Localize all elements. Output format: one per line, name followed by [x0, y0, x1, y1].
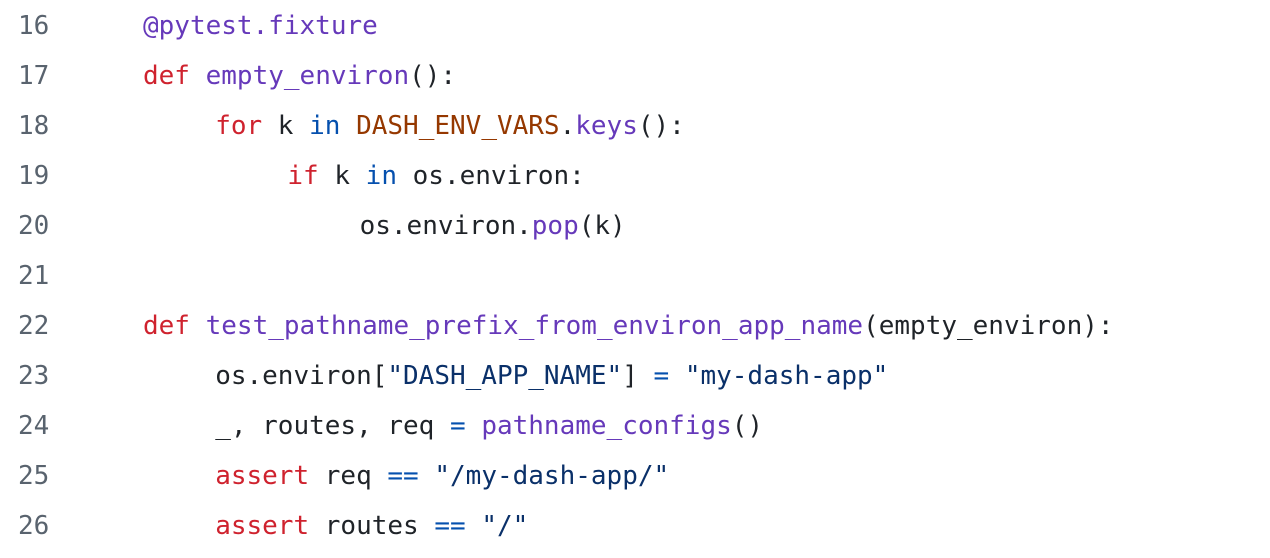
line-number[interactable]: 25 — [18, 461, 50, 491]
code-token-plain: (k) — [578, 211, 626, 241]
line-code: def empty_environ(): — [143, 51, 456, 101]
code-token-plain: os.environ. — [359, 211, 532, 241]
line-number[interactable]: 19 — [18, 161, 50, 191]
code-token-plain: k — [262, 111, 310, 141]
code-token-plain — [466, 511, 482, 541]
code-token-builtin: in — [365, 161, 397, 191]
code-token-function: keys — [575, 111, 638, 141]
line-code: for k in DASH_ENV_VARS.keys(): — [215, 101, 685, 151]
code-token-constant: DASH_ENV_VARS — [356, 111, 560, 141]
line-number[interactable]: 26 — [18, 511, 50, 541]
code-token-keyword: if — [287, 161, 319, 191]
code-line: 17 def empty_environ(): — [0, 51, 1270, 101]
code-token-keyword: assert — [215, 461, 310, 491]
line-number[interactable]: 24 — [18, 411, 50, 441]
line-code: _, routes, req = pathname_configs() — [215, 401, 763, 451]
line-code: def test_pathname_prefix_from_environ_ap… — [143, 301, 1114, 351]
line-code: os.environ["DASH_APP_NAME"] = "my-dash-a… — [215, 351, 888, 401]
code-line: 26 assert routes == "/" — [0, 501, 1270, 551]
code-token-plain: (empty_environ): — [863, 311, 1114, 341]
code-token-plain — [190, 311, 206, 341]
code-token-plain: (): — [637, 111, 685, 141]
line-number[interactable]: 18 — [18, 111, 50, 141]
line-code: @pytest.fixture — [143, 1, 378, 51]
line-number[interactable]: 17 — [18, 61, 50, 91]
code-token-plain: os.environ[ — [215, 361, 388, 391]
line-code: os.environ.pop(k) — [360, 201, 626, 251]
code-token-plain: os.environ: — [396, 161, 585, 191]
code-token-plain — [340, 111, 356, 141]
code-token-plain: k — [318, 161, 366, 191]
code-token-keyword: def — [143, 311, 190, 341]
code-line: 20 os.environ.pop(k) — [0, 201, 1270, 251]
code-token-plain: routes — [309, 511, 435, 541]
code-token-builtin: in — [309, 111, 341, 141]
code-token-plain — [466, 411, 482, 441]
code-token-builtin: == — [434, 511, 466, 541]
code-token-plain: req — [309, 461, 388, 491]
code-line: 16 @pytest.fixture — [0, 1, 1270, 51]
code-token-plain: () — [731, 411, 764, 441]
line-code: if k in os.environ: — [287, 151, 584, 201]
code-token-plain — [190, 61, 206, 91]
line-code: assert routes == "/" — [215, 501, 528, 551]
code-token-plain: ] — [622, 361, 654, 391]
code-line: 19 if k in os.environ: — [0, 151, 1270, 201]
line-number[interactable]: 16 — [18, 11, 50, 41]
code-token-string: "my-dash-app" — [684, 361, 889, 391]
line-number[interactable]: 21 — [18, 261, 50, 291]
line-number[interactable]: 20 — [18, 211, 50, 241]
code-token-string: "DASH_APP_NAME" — [387, 361, 623, 391]
code-token-builtin: = — [653, 361, 670, 391]
code-token-plain — [669, 361, 685, 391]
code-token-keyword: assert — [215, 511, 310, 541]
line-code: assert req == "/my-dash-app/" — [215, 451, 669, 501]
line-number[interactable]: 22 — [18, 311, 50, 341]
code-line: 23 os.environ["DASH_APP_NAME"] = "my-dash… — [0, 351, 1270, 401]
code-token-function: @pytest.fixture — [143, 11, 378, 41]
code-token-string: "/" — [481, 511, 529, 541]
code-token-function: pop — [531, 211, 579, 241]
code-token-plain: (): — [409, 61, 457, 91]
code-line: 25 assert req == "/my-dash-app/" — [0, 451, 1270, 501]
code-token-plain: . — [559, 111, 576, 141]
code-line: 21 — [0, 251, 1270, 301]
code-line: 22 def test_pathname_prefix_from_environ_… — [0, 301, 1270, 351]
code-line: 18 for k in DASH_ENV_VARS.keys(): — [0, 101, 1270, 151]
code-token-keyword: for — [215, 111, 263, 141]
code-token-function: empty_environ — [205, 61, 410, 91]
code-token-builtin: = — [450, 411, 466, 441]
code-token-plain — [419, 461, 435, 491]
code-line: 24 _, routes, req = pathname_configs() — [0, 401, 1270, 451]
code-token-string: "/my-dash-app/" — [434, 461, 670, 491]
line-number[interactable]: 23 — [18, 361, 50, 391]
code-token-plain: _, routes, req — [215, 411, 450, 441]
code-token-function: pathname_configs — [481, 411, 732, 441]
code-token-keyword: def — [143, 61, 190, 91]
code-token-builtin: == — [387, 461, 419, 491]
code-token-function: test_pathname_prefix_from_environ_app_na… — [205, 311, 864, 341]
